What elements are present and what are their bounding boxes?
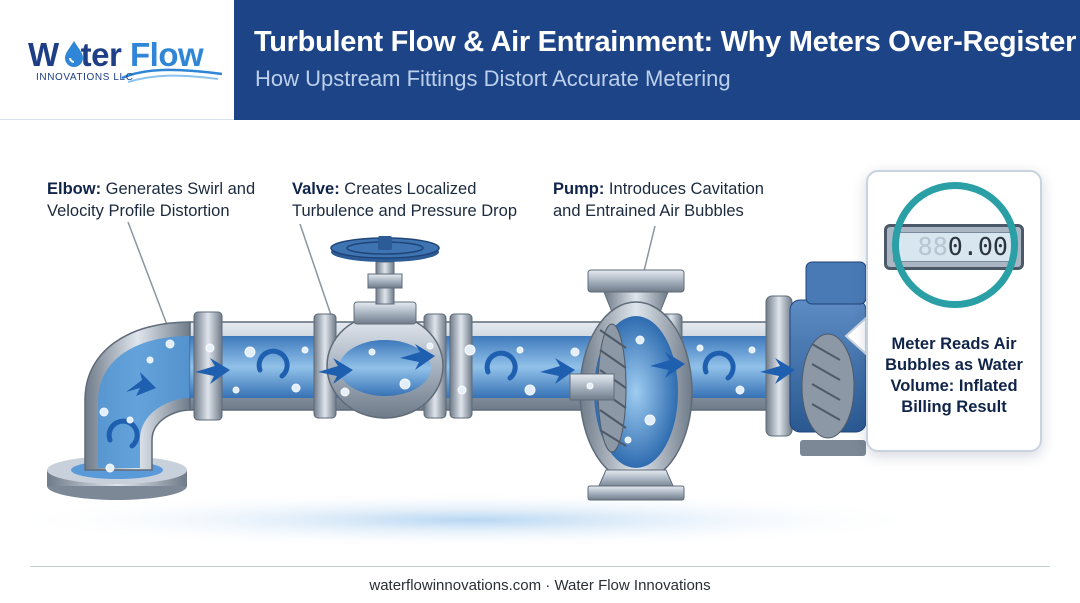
swirl-arrow-icon <box>106 418 140 449</box>
swirl-arrows <box>106 348 736 449</box>
meter-caption: Meter Reads Air Bubbles as Water Volume:… <box>885 335 1023 416</box>
flow-arrow-icon <box>400 344 435 370</box>
callout-elbow-term: Elbow: <box>47 180 102 198</box>
page-subtitle: How Upstream Fittings Distort Accurate M… <box>255 66 731 91</box>
logo-word-flow: Flow <box>130 36 204 73</box>
logo-letters-ter: ter <box>80 36 122 73</box>
callout-pump-term: Pump: <box>553 180 605 198</box>
flow-arrow-icon <box>760 358 795 384</box>
meter-highlight-ring <box>892 182 1018 308</box>
callout-pump-line2: and Entrained Air Bubbles <box>553 202 744 220</box>
logo-tagline: INNOVATIONS LLC <box>36 72 134 83</box>
callout-valve-term: Valve: <box>292 180 340 198</box>
callout-valve-line2: Turbulence and Pressure Drop <box>292 202 518 220</box>
callout-valve-line1: Creates Localized <box>339 180 477 198</box>
swirl-arrow-icon <box>702 350 736 381</box>
swirl-arrow-icon <box>256 348 290 379</box>
floor-reflection <box>0 492 940 548</box>
logo-wave-icon <box>121 68 223 83</box>
flow-arrow-icon <box>650 352 685 378</box>
logo-letter-w: W <box>28 36 59 73</box>
callout-elbow-line2: Velocity Profile Distortion <box>47 202 230 220</box>
flow-arrow-icon <box>540 358 575 384</box>
flow-arrows <box>126 344 795 396</box>
callout-elbow: Elbow: Generates Swirl and Velocity Prof… <box>47 178 255 222</box>
callout-elbow-line1: Generates Swirl and <box>101 180 256 198</box>
flow-arrow-icon <box>195 358 230 384</box>
page-title: Turbulent Flow & Air Entrainment: Why Me… <box>254 26 1077 58</box>
footer-text: waterflowinnovations.com · Water Flow In… <box>369 577 711 594</box>
footer-divider <box>30 566 1050 567</box>
leader-line-elbow <box>127 221 173 339</box>
air-bubbles <box>99 335 756 473</box>
flow-arrow-icon <box>126 372 156 396</box>
pump-impeller-icon <box>569 323 627 453</box>
flow-arrow-icon <box>318 358 353 384</box>
callout-pump-line1: Introduces Cavitation <box>604 180 764 198</box>
swirl-arrow-icon <box>484 350 518 381</box>
pump-motor <box>789 261 867 456</box>
valve-handwheel-icon <box>330 236 440 262</box>
leader-line-valve <box>299 223 333 319</box>
water-drop-icon <box>65 41 83 67</box>
callout-pump: Pump: Introduces Cavitation and Entraine… <box>553 178 764 222</box>
meter-callout-card: 880.00 Meter Reads Air Bubbles as Water … <box>866 170 1042 452</box>
callout-valve: Valve: Creates Localized Turbulence and … <box>292 178 517 222</box>
